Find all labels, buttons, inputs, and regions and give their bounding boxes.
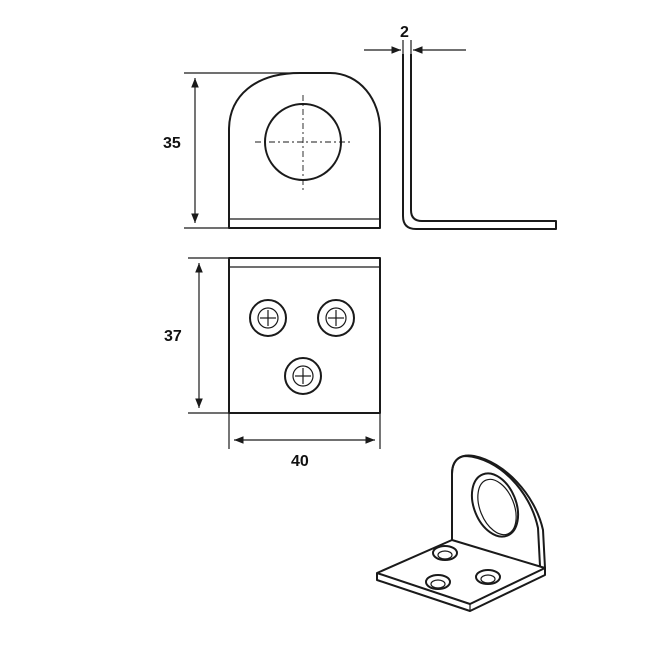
side-view-profile (402, 54, 557, 230)
countersink-inner (292, 365, 314, 387)
plan-hole-bottom (284, 357, 322, 395)
dimension-label-plan-height: 37 (164, 328, 182, 345)
dimension-thickness: 2 (364, 24, 466, 60)
dimension-plan-height: 37 (164, 257, 229, 414)
iso-flange-front (451, 454, 546, 569)
dimension-plan-width: 40 (228, 413, 381, 470)
iso-hole-outer (432, 545, 458, 561)
countersink-inner (325, 307, 347, 329)
iso-base-hole-2 (425, 574, 451, 590)
countersink-inner (257, 307, 279, 329)
iso-base-plate (376, 539, 546, 605)
iso-hole-outer (425, 574, 451, 590)
countersink-outer (284, 357, 322, 395)
iso-hole-outer (475, 569, 501, 585)
iso-flange-hole (470, 472, 520, 538)
dimension-label-plan-width: 40 (291, 453, 309, 470)
front-view (228, 72, 381, 229)
iso-flange-edge (451, 455, 541, 567)
dimension-label-front-height: 35 (163, 135, 181, 152)
countersink-outer (249, 299, 287, 337)
dimension-label-thickness: 2 (400, 24, 409, 41)
countersink-outer (317, 299, 355, 337)
iso-flange-hole-inner (477, 478, 517, 536)
iso-base-hole-3 (475, 569, 501, 585)
dimension-front-height: 35 (163, 72, 298, 229)
iso-base-plate-thickness (376, 568, 546, 612)
side-view (402, 54, 557, 230)
plan-hole-top-right (317, 299, 355, 337)
plan-hole-top-left (249, 299, 287, 337)
iso-hole-inner (480, 574, 496, 584)
iso-hole-inner (437, 550, 453, 560)
iso-hole-inner (430, 579, 446, 589)
plan-view-outline (228, 257, 381, 414)
plan-view (228, 257, 381, 414)
isometric-view (376, 454, 546, 612)
iso-base-hole-1 (432, 545, 458, 561)
front-view-outline (228, 72, 381, 229)
